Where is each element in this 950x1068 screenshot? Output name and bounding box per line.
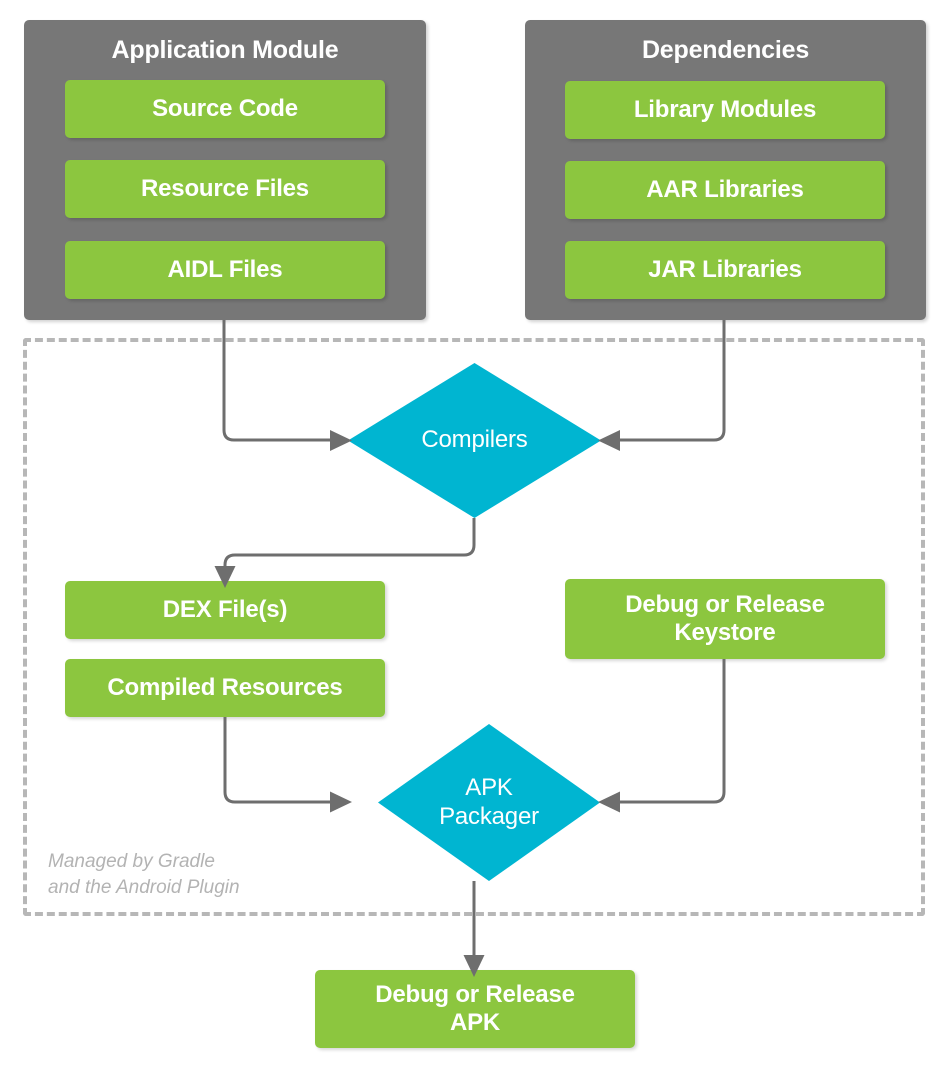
group-title-application-module: Application Module [111,36,339,64]
item-jar-libraries[interactable]: JAR Libraries [565,241,885,299]
item-aar-libraries[interactable]: AAR Libraries [565,161,885,219]
item-source-code[interactable]: Source Code [65,80,385,138]
managed-by-gradle-note: Managed by Gradle and the Android Plugin [48,851,240,898]
diamond-shape-icon [348,363,601,518]
artifact-keystore[interactable]: Debug or Release Keystore [565,579,885,659]
artifact-dex-files[interactable]: DEX File(s) [65,581,385,639]
item-resource-files[interactable]: Resource Files [65,160,385,218]
artifact-compiled-resources[interactable]: Compiled Resources [65,659,385,717]
item-aidl-files[interactable]: AIDL Files [65,241,385,299]
artifact-output-apk[interactable]: Debug or Release APK [315,970,635,1048]
group-title-dependencies: Dependencies [641,36,810,64]
item-library-modules[interactable]: Library Modules [565,81,885,139]
process-apk-packager[interactable]: APK Packager [378,724,600,881]
diamond-shape-icon [378,724,600,881]
process-compilers[interactable]: Compilers [348,363,601,518]
